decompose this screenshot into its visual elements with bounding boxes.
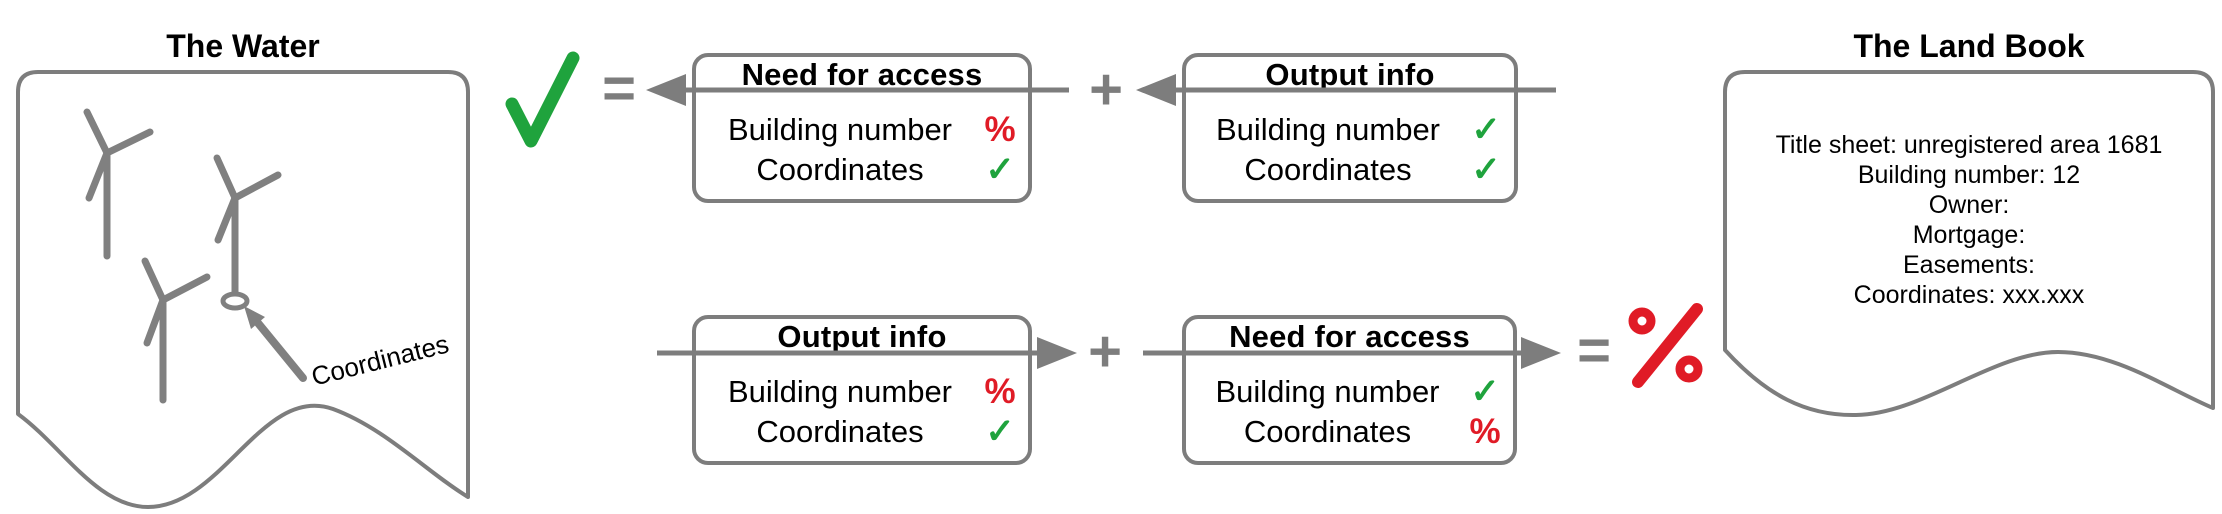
- percent-mark-icon: %: [984, 371, 1016, 411]
- box-title: Need for access: [1229, 319, 1470, 354]
- land-book-title: The Land Book: [1853, 28, 2085, 64]
- box-row: Building number %: [702, 372, 1022, 412]
- check-mark-icon: ✓: [1471, 149, 1501, 189]
- row-label: Coordinates: [756, 413, 924, 449]
- land-book-line: Building number: 12: [1857, 161, 2081, 189]
- box-row: Coordinates ✓: [702, 412, 1022, 452]
- row-label: Coordinates: [756, 151, 924, 187]
- box-row: Coordinates ✓: [1192, 150, 1508, 190]
- coordinates-point-icon: [220, 291, 250, 311]
- need-for-access-box-top: Need for access Building number % Coordi…: [692, 53, 1032, 203]
- land-book-line: Title sheet: unregistered area 1681: [1775, 131, 2163, 159]
- check-mark-icon: ✓: [1470, 371, 1500, 411]
- check-icon: [505, 51, 580, 148]
- wind-turbine-icon: [83, 108, 154, 260]
- equals-sign-bottom: =: [1577, 318, 1611, 383]
- row-label: Coordinates: [1243, 413, 1412, 449]
- row-label: Building number: [727, 111, 953, 147]
- plus-sign-top: +: [1089, 57, 1123, 122]
- output-info-box-bottom: Output info Building number % Coordinate…: [692, 315, 1032, 465]
- land-book-line: Mortgage:: [1912, 221, 2026, 249]
- percent-mark-icon: %: [1469, 411, 1501, 451]
- coordinates-label: Coordinates: [308, 328, 452, 392]
- wind-turbine-icon: [141, 257, 211, 404]
- row-label: Building number: [727, 373, 953, 409]
- box-title: Output info: [1265, 57, 1435, 92]
- land-book-line: Easements:: [1902, 251, 2035, 279]
- water-panel-shape: [16, 70, 470, 509]
- land-book-line: Owner:: [1928, 191, 2010, 219]
- wind-turbine-icon: [213, 154, 282, 296]
- percent-mark-icon: %: [984, 109, 1016, 149]
- box-title: Need for access: [741, 57, 983, 92]
- box-row: Coordinates ✓: [702, 150, 1022, 190]
- row-label: Building number: [1215, 111, 1441, 147]
- percent-icon: [1628, 303, 1703, 388]
- box-row: Building number ✓: [1192, 110, 1508, 150]
- box-row: Building number %: [702, 110, 1022, 150]
- check-mark-icon: ✓: [985, 411, 1015, 451]
- check-mark-icon: ✓: [1471, 109, 1501, 149]
- equals-sign-top: =: [602, 56, 636, 121]
- row-label: Coordinates: [1244, 151, 1412, 187]
- box-row: Coordinates %: [1192, 412, 1507, 452]
- water-panel-title: The Water: [166, 28, 320, 64]
- box-row: Building number ✓: [1192, 372, 1507, 412]
- pointer-arrow-icon: [244, 306, 307, 382]
- check-mark-icon: ✓: [985, 149, 1015, 189]
- need-for-access-box-bottom: Need for access Building number ✓ Coordi…: [1182, 315, 1517, 465]
- box-title: Output info: [777, 319, 947, 354]
- plus-sign-bottom: +: [1088, 319, 1122, 384]
- output-info-box-top: Output info Building number ✓ Coordinate…: [1182, 53, 1518, 203]
- land-book-line: Coordinates: xxx.xxx: [1853, 281, 2085, 309]
- row-label: Building number: [1215, 373, 1440, 409]
